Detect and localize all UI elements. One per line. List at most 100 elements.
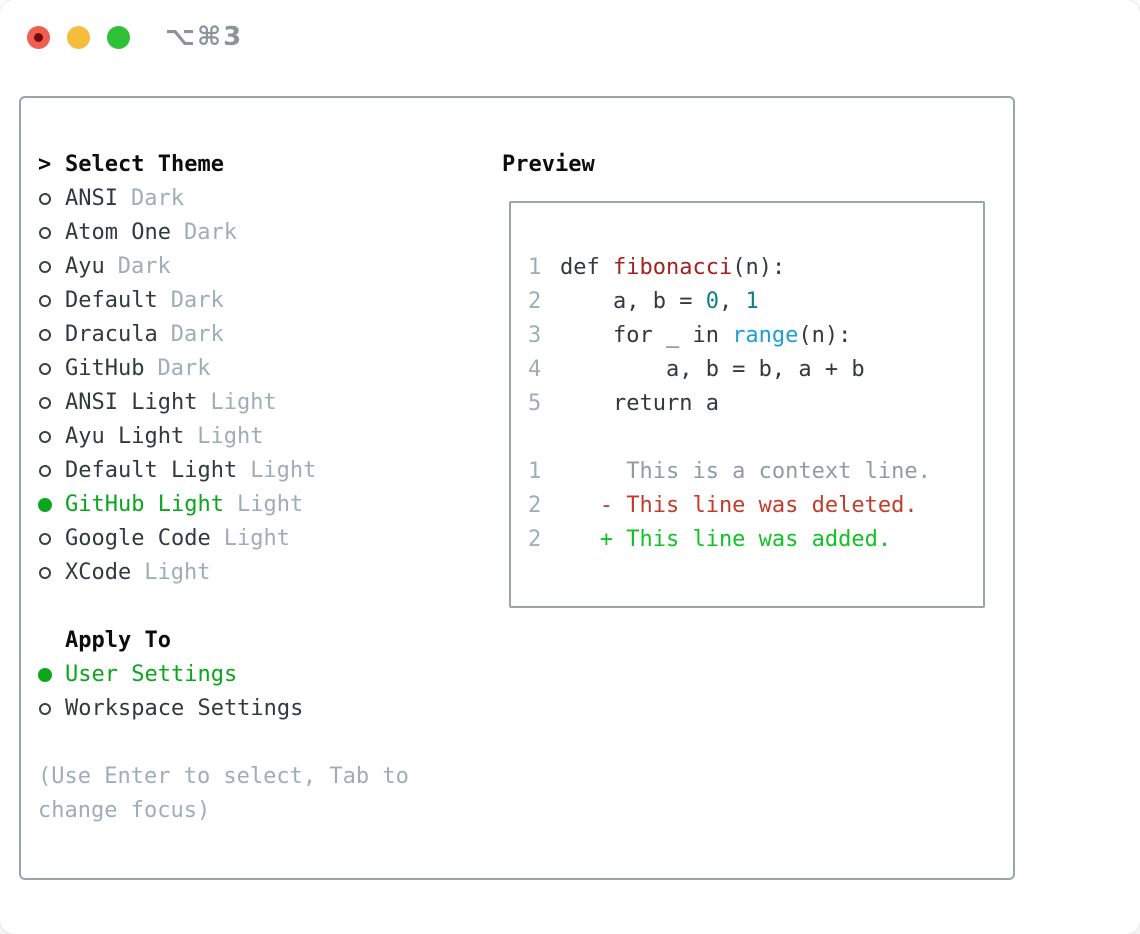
select-theme-header: > Select Theme [38, 148, 488, 182]
spacer [38, 590, 488, 624]
radio-unselected-icon [38, 352, 65, 386]
code-token: (n): [732, 255, 786, 280]
code-token: , [718, 289, 746, 314]
apply-option[interactable]: Workspace Settings [38, 692, 488, 726]
diff-context-line: 1 This is a context line. [528, 455, 983, 489]
line-number: 3 [528, 323, 542, 348]
radio-unselected-icon [38, 522, 65, 556]
radio-unselected-icon [38, 420, 65, 454]
theme-option-label: ANSI Light [65, 390, 198, 415]
theme-option-label: Default Light [65, 458, 238, 483]
apply-option-label: Workspace Settings [65, 696, 304, 721]
line-number: 1 [528, 255, 542, 280]
theme-option[interactable]: Default Dark [38, 284, 488, 318]
theme-variant-label: Dark [170, 322, 224, 347]
radio-unselected-icon [38, 454, 65, 488]
radio-unselected-icon [38, 250, 65, 284]
theme-variant-label: Dark [157, 356, 211, 381]
code-line: 1 def fibonacci(n): [528, 251, 983, 285]
diff-deleted-line: 2 - This line was deleted. [528, 489, 983, 523]
theme-variant-label: Light [210, 390, 277, 415]
preview-header: Preview [502, 152, 595, 177]
zoom-button[interactable] [107, 26, 130, 49]
theme-variant-label: Light [144, 560, 211, 585]
close-button[interactable] [27, 26, 50, 49]
theme-option-label: Ayu Light [65, 424, 185, 449]
theme-option-label: GitHub [65, 356, 145, 381]
line-number: 4 [528, 357, 542, 382]
theme-variant-label: Dark [130, 186, 184, 211]
theme-option[interactable]: GitHub Dark [38, 352, 488, 386]
theme-option-label: Ayu [65, 254, 105, 279]
code-token: (n): [798, 323, 852, 348]
theme-option-label: Dracula [65, 322, 158, 347]
keyboard-hint: (Use Enter to select, Tab to change focu… [38, 764, 409, 823]
code-token: + This line was added. [560, 527, 892, 552]
blank-line [528, 421, 983, 455]
radio-unselected-icon [38, 386, 65, 420]
apply-option-label: User Settings [65, 662, 238, 687]
theme-option[interactable]: ANSI Light Light [38, 386, 488, 420]
code-line: 5 return a [528, 387, 983, 421]
minimize-button[interactable] [67, 26, 90, 49]
theme-variant-label: Light [223, 526, 290, 551]
theme-variant-label: Light [236, 492, 304, 517]
code-token: 1 [745, 289, 759, 314]
code-token: This is a context line. [560, 459, 931, 484]
radio-selected-icon [38, 488, 65, 522]
theme-option-label: Default [65, 288, 158, 313]
select-theme-header-label: Select Theme [65, 152, 224, 177]
theme-option-label: XCode [65, 560, 132, 585]
code-token: 0 [705, 289, 719, 314]
theme-option[interactable]: Google Code Light [38, 522, 488, 556]
theme-option[interactable]: XCode Light [38, 556, 488, 590]
radio-unselected-icon [38, 284, 65, 318]
line-number: 2 [528, 527, 542, 552]
diff-added-line: 2 + This line was added. [528, 523, 983, 557]
theme-option-label: GitHub Light [65, 492, 224, 517]
spacer [38, 726, 488, 760]
theme-option-label: Atom One [65, 220, 171, 245]
radio-unselected-icon [38, 318, 65, 352]
titlebar: ⌥⌘3 [0, 0, 1140, 72]
line-number: 1 [528, 459, 542, 484]
theme-variant-label: Dark [170, 288, 224, 313]
theme-option[interactable]: Ayu Light Light [38, 420, 488, 454]
code-line: 3 for _ in range(n): [528, 319, 983, 353]
radio-unselected-icon [38, 692, 65, 726]
apply-option[interactable]: User Settings [38, 658, 488, 692]
window-title: ⌥⌘3 [165, 22, 244, 52]
code-line: 4 a, b = b, a + b [528, 353, 983, 387]
code-token: return a [560, 391, 719, 416]
theme-option-label: ANSI [65, 186, 118, 211]
radio-selected-icon [38, 658, 65, 692]
radio-unselected-icon [38, 182, 65, 216]
code-token: range [732, 323, 799, 348]
theme-option[interactable]: ANSI Dark [38, 182, 488, 216]
line-number: 2 [528, 289, 542, 314]
code-line: 2 a, b = 0, 1 [528, 285, 983, 319]
theme-option[interactable]: Dracula Dark [38, 318, 488, 352]
code-token: fibonacci [612, 255, 733, 280]
cursor-prefix: > [38, 152, 52, 177]
radio-unselected-icon [38, 216, 65, 250]
theme-option-label: Google Code [65, 526, 211, 551]
theme-option[interactable]: GitHub Light Light [38, 488, 488, 522]
code-token: def [560, 255, 613, 280]
code-token: for _ in [560, 323, 733, 348]
apply-to-header: Apply To [65, 628, 171, 653]
close-dot-icon [34, 33, 43, 42]
theme-variant-label: Light [197, 424, 264, 449]
code-token: - This line was deleted. [560, 493, 918, 518]
line-number: 2 [528, 493, 542, 518]
code-token: a, b = [560, 289, 706, 314]
